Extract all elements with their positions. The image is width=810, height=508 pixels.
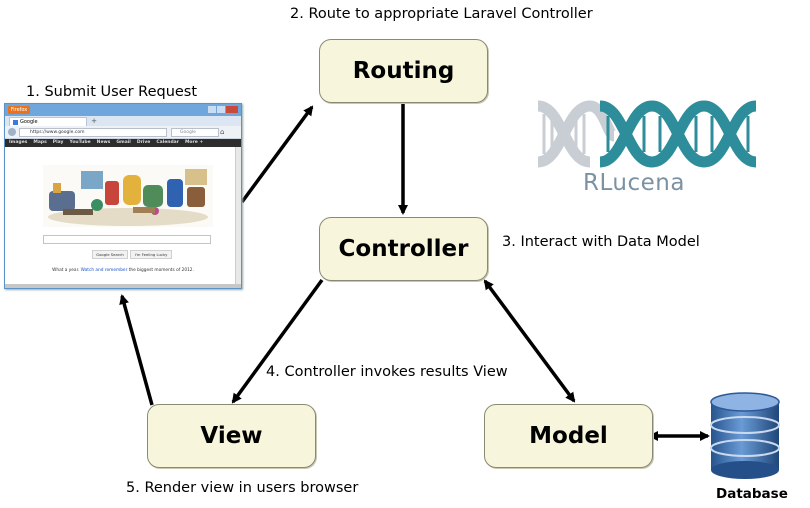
favicon-icon (13, 120, 18, 125)
google-doodle-image[interactable] (43, 165, 213, 227)
google-footer-text: What a year. Watch and remember the bigg… (52, 268, 194, 273)
menu-item[interactable]: Play (52, 140, 64, 145)
arrow-view-to-browser (119, 294, 154, 406)
maximize-icon[interactable] (217, 106, 225, 113)
browser-title-bar: Firefox (5, 104, 241, 116)
google-menu-bar: Images Maps Play YouTube News Gmail Driv… (5, 139, 241, 147)
database-label: Database (716, 486, 788, 502)
step-3-label: 3. Interact with Data Model (502, 234, 700, 250)
watch-remember-link[interactable]: Watch and remember (80, 268, 128, 273)
browser-scrollbar[interactable] (235, 147, 241, 287)
menu-item[interactable]: More + (184, 140, 204, 145)
step-5-label: 5. Render view in users browser (126, 480, 359, 496)
new-tab-icon[interactable]: + (91, 117, 97, 125)
google-search-input[interactable] (43, 235, 211, 244)
controller-node: Controller (319, 217, 488, 281)
browser-tab[interactable]: Google (9, 117, 87, 126)
back-icon[interactable] (8, 128, 16, 136)
minimize-icon[interactable] (208, 106, 216, 113)
model-node: Model (484, 404, 653, 468)
browser-nav-bar: https://www.google.com Google ⌂ (5, 126, 241, 139)
home-icon[interactable]: ⌂ (220, 128, 225, 136)
menu-item[interactable]: Gmail (116, 140, 131, 145)
tab-title: Google (20, 119, 38, 125)
search-bar[interactable]: Google (171, 128, 219, 137)
window-controls (208, 106, 238, 113)
menu-item[interactable]: Images (9, 140, 28, 145)
database-icon (710, 392, 780, 479)
firefox-menu-button[interactable]: Firefox (8, 106, 30, 114)
close-icon[interactable] (226, 106, 238, 113)
browser-tab-strip: Google + (5, 116, 241, 126)
step-4-label: 4. Controller invokes results View (266, 364, 508, 380)
browser-status-bar (5, 284, 241, 288)
rlucena-dna-logo (536, 100, 758, 168)
view-node: View (147, 404, 316, 468)
url-field[interactable]: https://www.google.com (19, 128, 167, 137)
arrow-controller-to-view (231, 278, 324, 404)
google-search-button[interactable]: Google Search (92, 250, 128, 259)
routing-node: Routing (319, 39, 488, 103)
menu-item[interactable]: Maps (33, 140, 47, 145)
arrow-browser-to-routing (240, 105, 314, 204)
rlucena-logo-text: RLucena (583, 170, 685, 196)
browser-page: Google Search I'm Feeling Lucky What a y… (5, 147, 241, 287)
menu-item[interactable]: News (96, 140, 111, 145)
feeling-lucky-button[interactable]: I'm Feeling Lucky (130, 250, 172, 259)
menu-item[interactable]: Calendar (156, 140, 179, 145)
step-2-label: 2. Route to appropriate Laravel Controll… (290, 6, 593, 22)
browser-window: Firefox Google + https://www.google.com … (4, 103, 242, 289)
menu-item[interactable]: YouTube (69, 140, 91, 145)
menu-item[interactable]: Drive (136, 140, 151, 145)
arrow-controller-model (483, 279, 576, 403)
step-1-label: 1. Submit User Request (26, 84, 198, 100)
